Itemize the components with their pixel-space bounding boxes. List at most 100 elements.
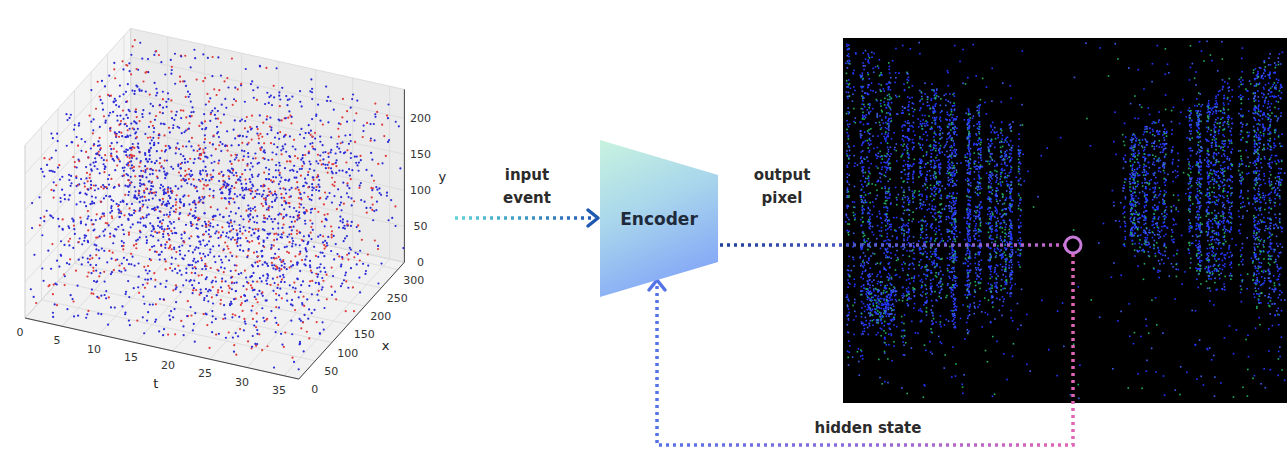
event-dot — [57, 218, 59, 220]
event-dot — [288, 155, 290, 157]
event-dot — [108, 114, 110, 116]
event-dot — [196, 223, 198, 225]
event-dot — [171, 117, 173, 119]
event-dot — [121, 240, 123, 242]
event-dot — [369, 207, 371, 209]
event-dot — [53, 196, 55, 198]
event-dot — [319, 234, 321, 236]
event-dot — [230, 277, 232, 279]
event-dot — [154, 207, 156, 209]
event-dot — [321, 221, 323, 223]
event-dot — [235, 269, 237, 271]
event-dot — [128, 263, 130, 265]
event-dot — [304, 211, 306, 213]
event-dot — [354, 141, 356, 143]
event-dot — [104, 228, 106, 230]
event-dot — [100, 295, 102, 297]
event-dot — [245, 183, 247, 185]
event-dot — [109, 233, 111, 235]
event-dot — [291, 221, 293, 223]
event-dot — [290, 260, 292, 262]
event-dot — [270, 142, 272, 144]
event-dot — [218, 245, 220, 247]
event-dot — [202, 148, 204, 150]
event-dot — [200, 199, 202, 201]
event-dot — [164, 244, 166, 246]
event-dot — [286, 104, 288, 106]
event-dot — [262, 122, 264, 124]
event-dot — [133, 287, 135, 289]
event-dot — [232, 198, 234, 200]
event-dot — [99, 144, 101, 146]
event-dot — [180, 55, 182, 57]
event-dot — [276, 67, 278, 69]
event-dot — [335, 162, 337, 164]
event-dot — [225, 107, 227, 109]
event-dot — [212, 286, 214, 288]
event-dot — [233, 344, 235, 346]
event-dot — [209, 188, 211, 190]
event-dot — [179, 207, 181, 209]
event-dot — [69, 185, 71, 187]
event-dot — [295, 210, 297, 212]
event-dot — [228, 201, 230, 203]
event-dot — [193, 185, 195, 187]
event-dot — [255, 326, 257, 328]
event-dot — [181, 162, 183, 164]
event-dot — [180, 109, 182, 111]
event-dot — [237, 237, 239, 239]
event-dot — [288, 202, 290, 204]
event-dot — [81, 243, 83, 245]
event-dot — [90, 187, 92, 189]
event-dot — [303, 185, 305, 187]
event-dot — [112, 252, 114, 254]
event-dot — [232, 336, 234, 338]
event-dot — [199, 180, 201, 182]
event-dot — [279, 288, 281, 290]
event-dot — [342, 221, 344, 223]
event-dot — [294, 220, 296, 222]
event-dot — [273, 143, 275, 145]
event-dot — [221, 290, 223, 292]
event-dot — [120, 271, 122, 273]
event-dot — [139, 185, 141, 187]
event-dot — [191, 137, 193, 139]
event-dot — [234, 137, 236, 139]
event-dot — [145, 236, 147, 238]
event-dot — [212, 195, 214, 197]
event-dot — [159, 157, 161, 159]
event-dot — [93, 202, 95, 204]
event-dot — [103, 197, 105, 199]
event-dot — [169, 319, 171, 321]
event-dot — [394, 225, 396, 227]
event-dot — [271, 104, 273, 106]
event-dot — [348, 143, 350, 145]
event-dot — [212, 302, 214, 304]
event-dot — [256, 126, 258, 128]
event-dot — [167, 225, 169, 227]
event-dot — [246, 116, 248, 118]
event-dot — [227, 236, 229, 238]
event-dot — [184, 158, 186, 160]
event-dot — [306, 298, 308, 300]
event-dot — [185, 116, 187, 118]
event-dot — [247, 152, 249, 154]
event-dot — [359, 250, 361, 252]
event-dot — [335, 243, 337, 245]
event-dot — [335, 172, 337, 174]
event-dot — [139, 196, 141, 198]
event-dot — [168, 227, 170, 229]
event-dot — [110, 207, 112, 209]
event-dot — [132, 143, 134, 145]
event-dot — [239, 194, 241, 196]
event-dot — [180, 274, 182, 276]
event-dot — [146, 206, 148, 208]
event-dot — [152, 235, 154, 237]
event-dot — [251, 174, 253, 176]
event-dot — [135, 243, 137, 245]
event-dot — [345, 272, 347, 274]
event-dot — [198, 148, 200, 150]
event-dot — [242, 189, 244, 191]
event-dot — [104, 122, 106, 124]
event-dot — [226, 245, 228, 247]
